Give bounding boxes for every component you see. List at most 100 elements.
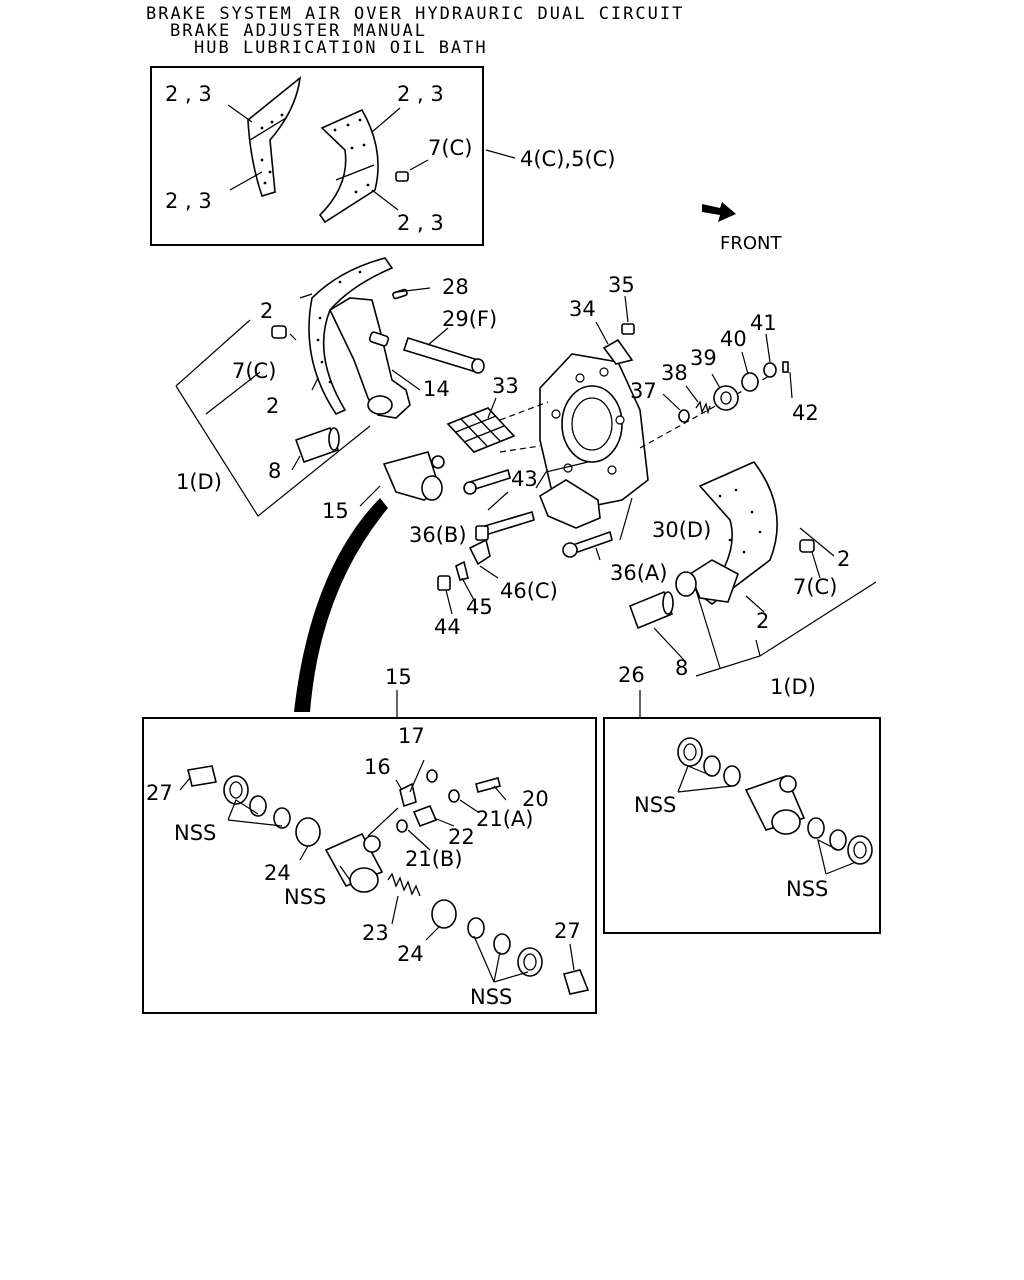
callout-17: 17 [398, 724, 425, 748]
callout-2-3-bottom-right: 2 , 3 [397, 211, 444, 235]
alt-seal-left-2 [723, 765, 741, 787]
callout-15-box: 15 [385, 665, 412, 689]
callout-43: 43 [511, 467, 538, 491]
callout-8-right: 8 [675, 656, 688, 680]
callout-1d-right: 1(D) [770, 675, 816, 699]
callout-27-top: 27 [146, 781, 173, 805]
wheel-cylinder-detail-inset [142, 717, 597, 1014]
callout-nss-body: NSS [284, 885, 326, 909]
adjuster-39 [713, 385, 739, 411]
callout-44: 44 [434, 615, 461, 639]
rivet-7c-inset [395, 171, 409, 182]
alt-seal-right-1 [807, 817, 825, 839]
callout-24-right: 24 [397, 942, 424, 966]
callout-8-left: 8 [268, 459, 281, 483]
pin-42 [782, 361, 789, 373]
callout-2-right-upper: 2 [837, 547, 850, 571]
backing-plate-30d [539, 353, 649, 529]
anchor-pin-29f [402, 337, 485, 374]
callout-2-3-top-right: 2 , 3 [397, 82, 444, 106]
bolt-36b [463, 468, 511, 495]
bolt-35 [621, 323, 635, 335]
bolt-44 [437, 575, 451, 591]
rivet-7c-left [271, 325, 287, 339]
callout-42: 42 [792, 401, 819, 425]
callout-nss-bottom: NSS [470, 985, 512, 1009]
alt-boot-left [677, 737, 703, 767]
washer-45 [455, 560, 469, 581]
boot-left [223, 775, 249, 805]
callout-15-left: 15 [322, 499, 349, 523]
bushing-8-left [294, 426, 340, 464]
push-rod-27-bottom [562, 969, 590, 995]
front-direction-label: FRONT [720, 233, 782, 254]
callout-22: 22 [448, 825, 475, 849]
nut-37 [678, 409, 690, 423]
callout-20: 20 [522, 787, 549, 811]
callout-7c-left: 7(C) [232, 359, 276, 383]
callout-46c: 46(C) [500, 579, 558, 603]
callout-30d: 30(D) [652, 518, 711, 542]
bleeder-16 [399, 782, 417, 808]
nut-41 [763, 362, 777, 378]
callout-40: 40 [720, 327, 747, 351]
bushing-8-right [628, 590, 674, 630]
diagram-title: BRAKE SYSTEM AIR OVER HYDRAURIC DUAL CIR… [146, 4, 685, 24]
callout-29f: 29(F) [442, 307, 497, 331]
callout-41: 41 [750, 311, 777, 335]
callout-23: 23 [362, 921, 389, 945]
brake-shoe-left [308, 257, 411, 419]
piston-24-right [431, 899, 457, 929]
lining-kit-inset [150, 66, 484, 246]
brake-lining-right [318, 108, 379, 224]
callout-24-left: 24 [264, 861, 291, 885]
bracket-34 [602, 338, 634, 365]
callout-34: 34 [569, 297, 596, 321]
wheel-cylinder-15 [382, 451, 445, 501]
callout-nss-alt-left: NSS [634, 793, 676, 817]
callout-38: 38 [661, 361, 688, 385]
seal-right-1 [467, 917, 485, 939]
callout-21b: 21(B) [405, 847, 463, 871]
callout-36b: 36(B) [409, 523, 467, 547]
callout-2-left-upper: 2 [260, 299, 273, 323]
boot-right [517, 947, 543, 977]
diagram-subtitle-adjuster: BRAKE ADJUSTER MANUAL [170, 21, 427, 41]
callout-nss-alt-right: NSS [786, 877, 828, 901]
seal-left-2 [273, 807, 291, 829]
callout-33: 33 [492, 374, 519, 398]
alt-seal-left-1 [703, 755, 721, 777]
spring-23 [387, 872, 421, 897]
alt-wheel-cylinder-inset [603, 717, 881, 934]
bolt-36a [562, 530, 613, 558]
callout-39: 39 [690, 346, 717, 370]
callout-2-3-bottom-left: 2 , 3 [165, 189, 212, 213]
callout-7c-inset: 7(C) [428, 136, 472, 160]
bolt-43 [475, 510, 535, 541]
detail-pointer-arrow [294, 498, 388, 712]
washer-21b [396, 819, 408, 833]
brake-shoe-right [675, 461, 778, 606]
callout-4c-5c: 4(C),5(C) [520, 147, 616, 171]
callout-16: 16 [364, 755, 391, 779]
cap-17 [426, 769, 438, 783]
callout-nss-left: NSS [174, 821, 216, 845]
callout-7c-right: 7(C) [793, 575, 837, 599]
callout-45: 45 [466, 595, 493, 619]
callout-2-right-lower: 2 [756, 609, 769, 633]
callout-27-bottom: 27 [554, 919, 581, 943]
callout-14: 14 [423, 377, 450, 401]
pin-14 [368, 331, 390, 347]
brake-lining-left [247, 76, 302, 197]
diagram-subtitle-hub: HUB LUBRICATION OIL BATH [194, 38, 488, 58]
piston-24-left [295, 817, 321, 847]
callout-28: 28 [442, 275, 469, 299]
alt-boot-right [847, 835, 873, 865]
callout-2-3-top-left: 2 , 3 [165, 82, 212, 106]
callout-36a: 36(A) [610, 561, 667, 585]
shim-33 [446, 407, 516, 453]
callout-35: 35 [608, 273, 635, 297]
washer-21a [448, 789, 460, 803]
callout-2-left-lower: 2 [266, 394, 279, 418]
